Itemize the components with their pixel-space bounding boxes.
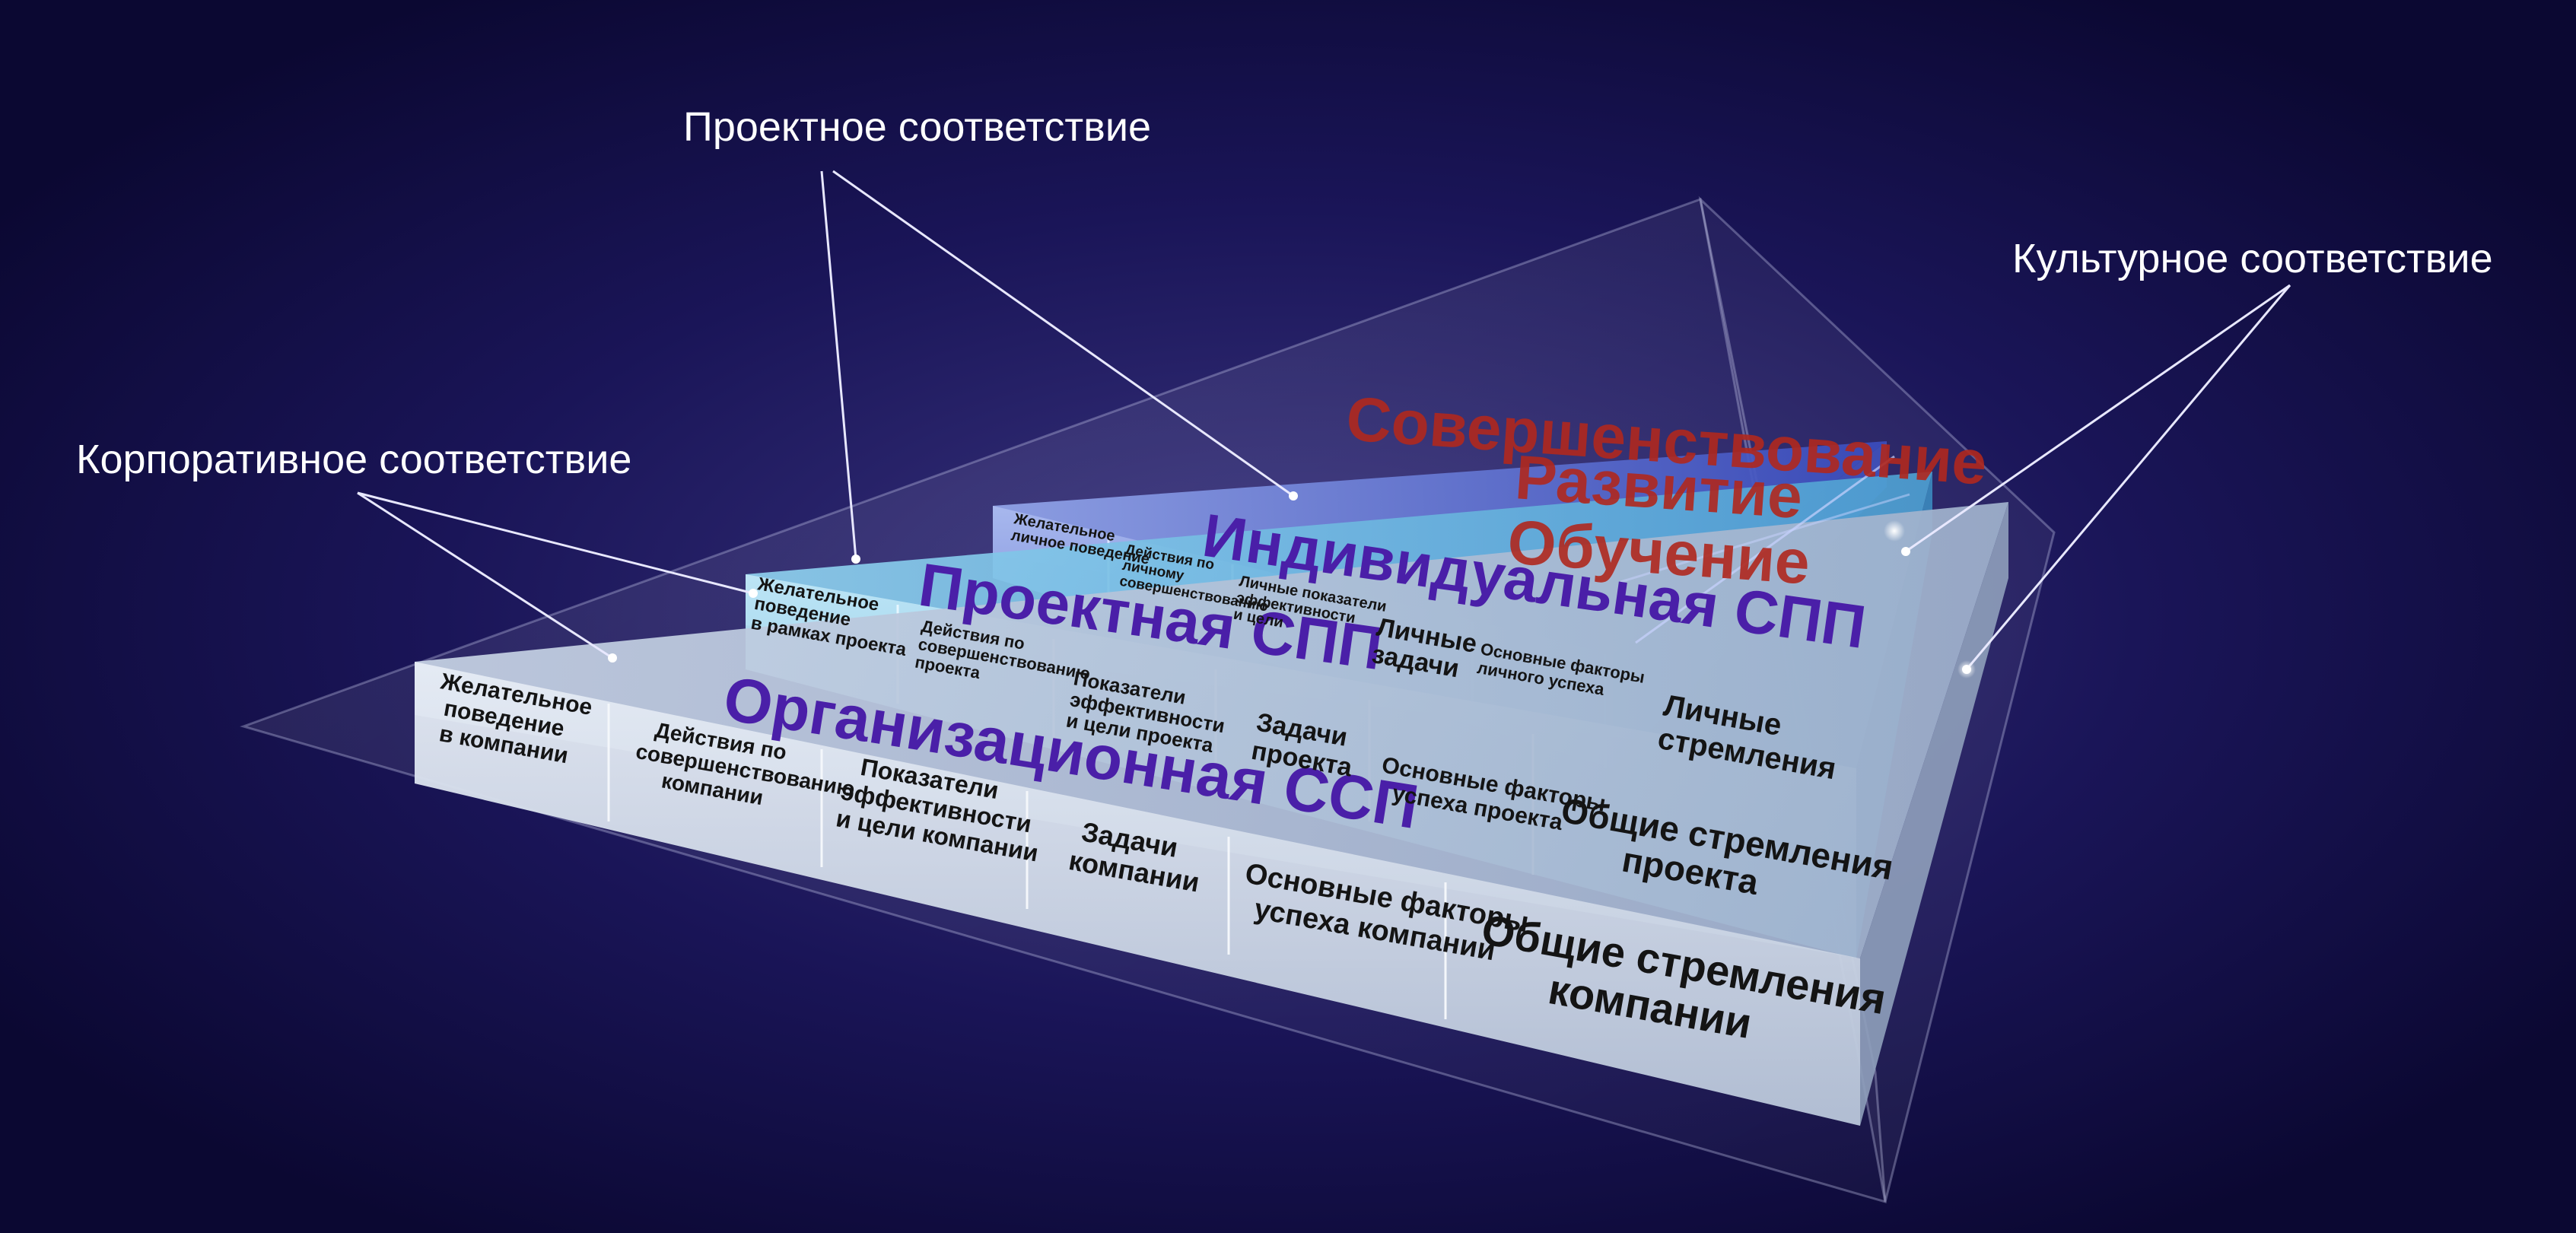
callout-project-alignment: Проектное соответствие (683, 104, 1151, 150)
glint (1957, 660, 1976, 678)
tier-org-top (415, 502, 2008, 958)
callout-endpoints (608, 491, 1971, 674)
tier-org-front (415, 662, 1860, 1126)
glint (1884, 520, 1905, 542)
callout-cultural-alignment: Культурное соответствие (2012, 236, 2493, 281)
tier-org-side (1860, 502, 2008, 1126)
callout-lines (357, 170, 2291, 670)
callout-corporate-alignment: Корпоративное соответствие (76, 437, 631, 482)
